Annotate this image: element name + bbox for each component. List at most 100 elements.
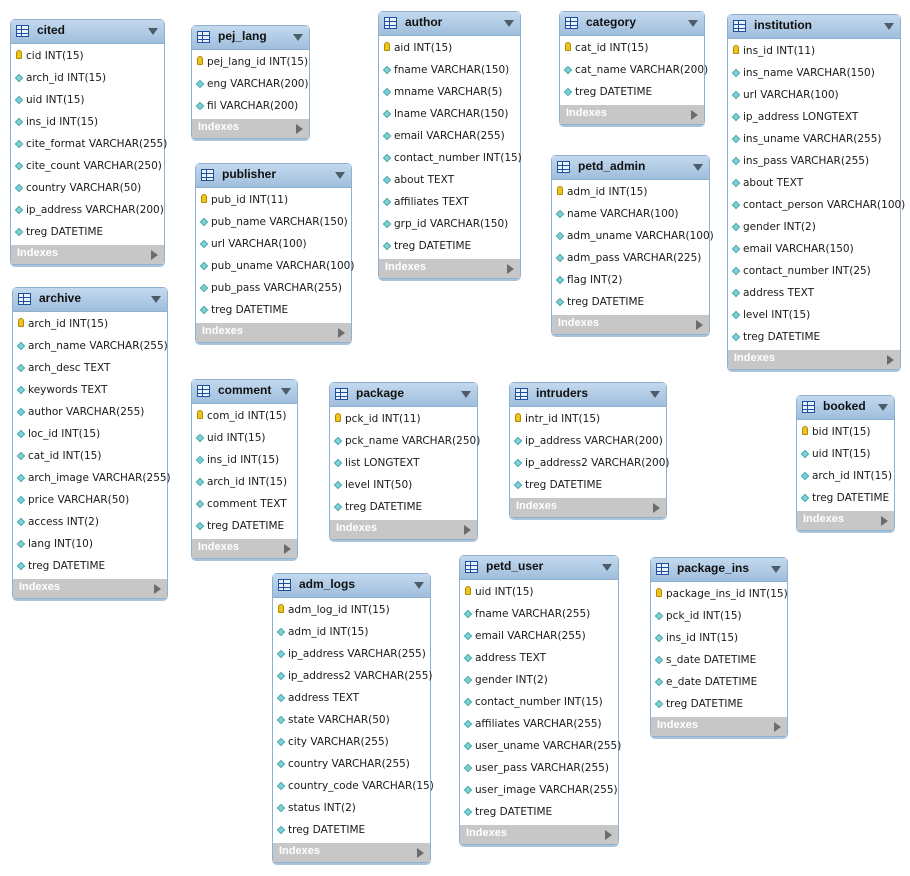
- indexes-bar[interactable]: Indexes: [460, 825, 618, 844]
- expand-arrow-icon[interactable]: [887, 355, 894, 365]
- column-row[interactable]: ins_id INT(15): [651, 627, 787, 649]
- table-package-ins[interactable]: package_ins package_ins_id INT(15) pck_i…: [650, 557, 788, 737]
- column-row[interactable]: pck_name VARCHAR(250): [330, 430, 480, 452]
- expand-arrow-icon[interactable]: [653, 503, 660, 513]
- column-row[interactable]: fname VARCHAR(150): [379, 59, 520, 81]
- column-row[interactable]: package_ins_id INT(15): [651, 583, 788, 605]
- indexes-bar[interactable]: Indexes: [192, 119, 309, 138]
- table-petd-admin[interactable]: petd_admin adm_id INT(15) name VARCHAR(1…: [551, 155, 714, 335]
- table-header[interactable]: comment: [192, 380, 297, 404]
- collapse-arrow-icon[interactable]: [602, 564, 612, 571]
- column-row[interactable]: state VARCHAR(50): [273, 709, 430, 731]
- column-row[interactable]: ip_address2 VARCHAR(200): [510, 452, 670, 474]
- table-publisher[interactable]: publisher pub_id INT(11) pub_name VARCHA…: [195, 163, 354, 343]
- column-row[interactable]: treg DATETIME: [560, 81, 704, 103]
- column-row[interactable]: arch_id INT(15): [797, 465, 894, 487]
- table-header[interactable]: package_ins: [651, 558, 787, 582]
- table-header[interactable]: pej_lang: [192, 26, 309, 50]
- column-row[interactable]: ip_address VARCHAR(200): [11, 199, 164, 221]
- indexes-bar[interactable]: Indexes: [552, 315, 709, 334]
- column-row[interactable]: mname VARCHAR(5): [379, 81, 520, 103]
- column-row[interactable]: contact_number INT(25): [728, 260, 900, 282]
- expand-arrow-icon[interactable]: [507, 264, 514, 274]
- table-institution[interactable]: institution ins_id INT(11) ins_name VARC…: [727, 14, 905, 370]
- column-row[interactable]: bid INT(15): [797, 421, 894, 443]
- indexes-bar[interactable]: Indexes: [13, 579, 167, 598]
- table-booked[interactable]: booked bid INT(15) uid INT(15) arch_id I…: [796, 395, 895, 531]
- collapse-arrow-icon[interactable]: [693, 164, 703, 171]
- column-row[interactable]: ip_address VARCHAR(200): [510, 430, 666, 452]
- expand-arrow-icon[interactable]: [284, 544, 291, 554]
- column-row[interactable]: flag INT(2): [552, 269, 709, 291]
- column-row[interactable]: fname VARCHAR(255): [460, 603, 618, 625]
- column-row[interactable]: arch_desc TEXT: [13, 357, 167, 379]
- column-row[interactable]: address TEXT: [273, 687, 430, 709]
- column-row[interactable]: url VARCHAR(100): [196, 233, 351, 255]
- column-row[interactable]: price VARCHAR(50): [13, 489, 167, 511]
- column-row[interactable]: contact_number INT(15): [460, 691, 618, 713]
- column-row[interactable]: adm_pass VARCHAR(225): [552, 247, 709, 269]
- column-row[interactable]: email VARCHAR(255): [460, 625, 618, 647]
- column-row[interactable]: treg DATETIME: [379, 235, 520, 257]
- column-row[interactable]: arch_id INT(15): [13, 313, 167, 335]
- table-header[interactable]: category: [560, 12, 704, 36]
- column-row[interactable]: arch_id INT(15): [192, 471, 297, 493]
- expand-arrow-icon[interactable]: [338, 328, 345, 338]
- column-row[interactable]: cat_id INT(15): [13, 445, 167, 467]
- column-row[interactable]: pej_lang_id INT(15): [192, 51, 309, 73]
- column-row[interactable]: user_image VARCHAR(255): [460, 779, 618, 801]
- table-header[interactable]: package: [330, 383, 477, 407]
- table-header[interactable]: petd_admin: [552, 156, 709, 180]
- expand-arrow-icon[interactable]: [464, 525, 471, 535]
- indexes-bar[interactable]: Indexes: [330, 520, 477, 539]
- column-row[interactable]: intr_id INT(15): [510, 408, 666, 430]
- table-package[interactable]: package pck_id INT(11) pck_name VARCHAR(…: [329, 382, 480, 540]
- column-row[interactable]: uid INT(15): [11, 89, 164, 111]
- column-row[interactable]: ins_uname VARCHAR(255): [728, 128, 900, 150]
- column-row[interactable]: ip_address LONGTEXT: [728, 106, 900, 128]
- column-row[interactable]: com_id INT(15): [192, 405, 297, 427]
- collapse-arrow-icon[interactable]: [414, 582, 424, 589]
- collapse-arrow-icon[interactable]: [688, 20, 698, 27]
- column-row[interactable]: cat_name VARCHAR(200): [560, 59, 708, 81]
- expand-arrow-icon[interactable]: [154, 584, 161, 594]
- column-row[interactable]: pub_uname VARCHAR(100): [196, 255, 354, 277]
- column-row[interactable]: author VARCHAR(255): [13, 401, 167, 423]
- column-row[interactable]: treg DATETIME: [510, 474, 666, 496]
- column-row[interactable]: treg DATETIME: [797, 487, 894, 509]
- column-row[interactable]: city VARCHAR(255): [273, 731, 430, 753]
- column-row[interactable]: loc_id INT(15): [13, 423, 167, 445]
- indexes-bar[interactable]: Indexes: [797, 511, 894, 530]
- table-header[interactable]: archive: [13, 288, 167, 312]
- table-adm-logs[interactable]: adm_logs adm_log_id INT(15) adm_id INT(1…: [272, 573, 434, 863]
- column-row[interactable]: name VARCHAR(100): [552, 203, 709, 225]
- column-row[interactable]: treg DATETIME: [196, 299, 351, 321]
- column-row[interactable]: level INT(50): [330, 474, 477, 496]
- indexes-bar[interactable]: Indexes: [379, 259, 520, 278]
- table-header[interactable]: author: [379, 12, 520, 36]
- column-row[interactable]: arch_name VARCHAR(255): [13, 335, 168, 357]
- expand-arrow-icon[interactable]: [881, 516, 888, 526]
- table-header[interactable]: institution: [728, 15, 900, 39]
- table-cited[interactable]: cited cid INT(15) arch_id INT(15) uid IN…: [10, 19, 167, 265]
- column-row[interactable]: cat_id INT(15): [560, 37, 704, 59]
- column-row[interactable]: lname VARCHAR(150): [379, 103, 520, 125]
- column-row[interactable]: treg DATETIME: [651, 693, 787, 715]
- column-row[interactable]: level INT(15): [728, 304, 900, 326]
- column-row[interactable]: uid INT(15): [460, 581, 618, 603]
- indexes-bar[interactable]: Indexes: [192, 539, 297, 558]
- collapse-arrow-icon[interactable]: [148, 28, 158, 35]
- column-row[interactable]: ip_address2 VARCHAR(255): [273, 665, 433, 687]
- column-row[interactable]: url VARCHAR(100): [728, 84, 900, 106]
- column-row[interactable]: pub_pass VARCHAR(255): [196, 277, 351, 299]
- expand-arrow-icon[interactable]: [691, 110, 698, 120]
- collapse-arrow-icon[interactable]: [281, 388, 291, 395]
- indexes-bar[interactable]: Indexes: [11, 245, 164, 264]
- indexes-bar[interactable]: Indexes: [728, 350, 900, 369]
- expand-arrow-icon[interactable]: [417, 848, 424, 858]
- collapse-arrow-icon[interactable]: [884, 23, 894, 30]
- column-row[interactable]: fil VARCHAR(200): [192, 95, 309, 117]
- collapse-arrow-icon[interactable]: [771, 566, 781, 573]
- column-row[interactable]: ins_id INT(15): [192, 449, 297, 471]
- indexes-bar[interactable]: Indexes: [196, 323, 351, 342]
